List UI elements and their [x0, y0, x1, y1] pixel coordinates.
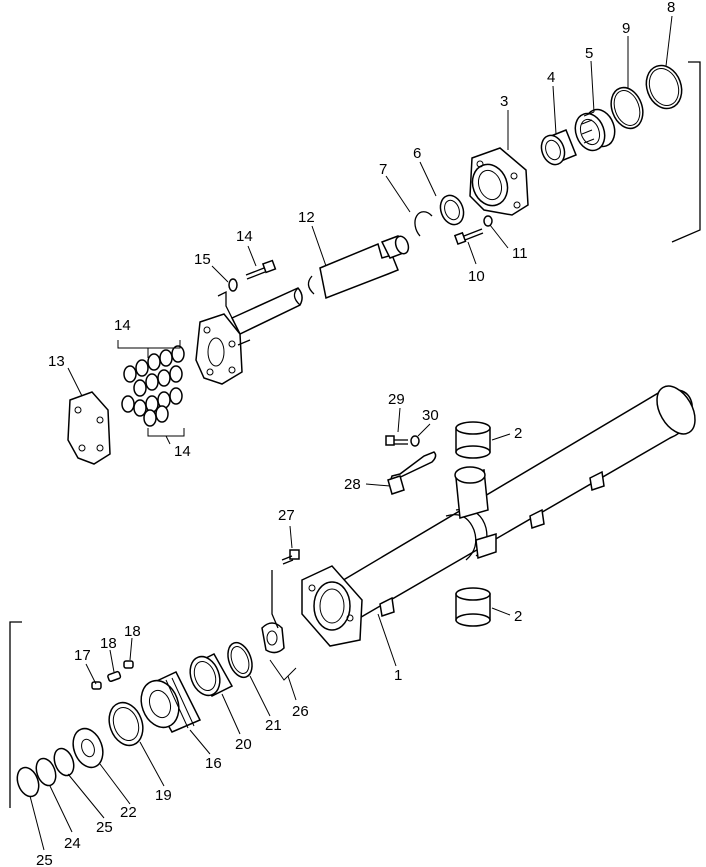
callout-14-top: 14	[114, 317, 131, 334]
part-26-split-ring	[261, 622, 285, 654]
rod-end-eye	[195, 313, 243, 385]
callout-6: 6	[413, 145, 421, 162]
part-17-piston	[140, 671, 202, 733]
part-2-bushing-lower	[455, 587, 491, 627]
part-25-ring-b	[16, 766, 40, 798]
callout-24: 24	[64, 835, 81, 852]
callout-15: 14	[236, 228, 253, 245]
leader-lines	[29, 15, 673, 851]
part-22-ring	[227, 641, 253, 679]
trunnion-boss	[454, 466, 497, 560]
callout-5: 5	[585, 45, 593, 62]
part-10-bolt	[453, 228, 484, 246]
part-23-nut	[72, 727, 104, 769]
part-13-cap	[67, 391, 111, 465]
tube-lugs	[379, 470, 605, 617]
part-11-washer	[483, 215, 493, 227]
callout-17: 16	[205, 755, 222, 772]
part-29-bolt	[385, 435, 408, 446]
callout-2-upper: 2	[514, 425, 522, 442]
part-16-washer	[228, 278, 238, 292]
part-18-setscrew-upper	[123, 660, 134, 669]
callout-3: 3	[500, 93, 508, 110]
part-4-bushing	[540, 129, 577, 166]
callout-18-left: 17	[74, 647, 91, 664]
assembly-lines	[9, 61, 701, 808]
callout-4: 4	[547, 69, 555, 86]
cylinder-head-flange	[301, 565, 363, 647]
callout-28: 28	[344, 476, 361, 493]
callout-25-left: 25	[36, 852, 53, 867]
part-30-washer	[410, 435, 420, 447]
part-2-bushing-upper	[455, 421, 491, 459]
callout-29: 29	[388, 391, 405, 408]
part-18-setscrew-lower	[91, 681, 102, 690]
part-20-seal	[108, 701, 144, 747]
callout-18-right: 18	[124, 623, 141, 640]
callout-13: 13	[48, 353, 65, 370]
callout-8: 8	[667, 0, 675, 16]
callout-7: 7	[379, 161, 387, 178]
callout-9: 9	[622, 20, 630, 37]
part-12-piston-rod	[230, 235, 410, 335]
callout-22: 21	[265, 717, 282, 734]
part-21-wear-ring	[189, 653, 234, 697]
callout-11: 11	[512, 245, 528, 262]
callout-23: 22	[120, 804, 137, 821]
callout-20: 19	[155, 787, 172, 804]
part-24-ring	[35, 757, 57, 787]
callout-19: 18	[100, 635, 117, 652]
callout-12: 12	[298, 209, 315, 226]
part-8-oring	[645, 64, 683, 110]
part-1-cylinder-tube	[339, 385, 696, 622]
callout-25-right: 25	[96, 819, 113, 836]
part-27-bolt	[281, 549, 300, 565]
callout-1: 1	[394, 667, 402, 684]
callout-27: 27	[278, 507, 295, 524]
part-14-shims	[121, 345, 185, 427]
part-9-ring	[610, 86, 644, 130]
callout-2-lower: 2	[514, 608, 522, 625]
callout-10: 10	[468, 268, 485, 285]
part-3-cap-flange	[469, 147, 529, 216]
part-19-pin	[107, 670, 122, 682]
callout-labels: 8 9 5 4 3 6 7 11 10 12 14 15 14 13 14 29…	[36, 0, 675, 867]
part-6-seal	[439, 194, 465, 226]
part-7-snapring	[414, 211, 433, 237]
callout-26: 26	[292, 703, 309, 720]
callout-21: 20	[235, 736, 252, 753]
callout-14-bottom: 14	[174, 443, 191, 460]
callout-30: 30	[422, 407, 439, 424]
callout-16: 15	[194, 251, 211, 268]
part-15-bolt	[245, 259, 277, 280]
part-28-clamp	[387, 451, 437, 495]
